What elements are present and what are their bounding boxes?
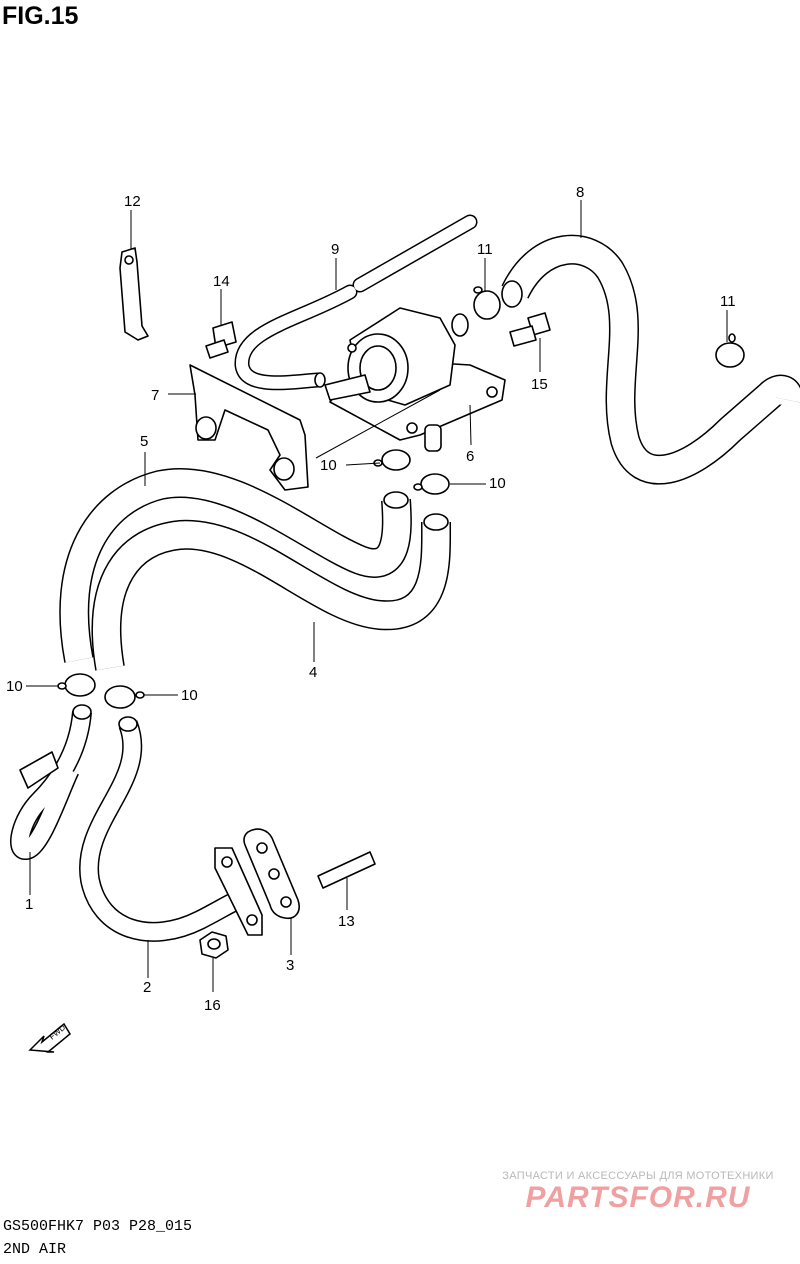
hose-5[interactable] [59, 468, 412, 663]
callout-5: 5 [140, 433, 148, 450]
nut-16[interactable] [199, 931, 229, 959]
callout-14: 14 [213, 273, 230, 290]
callout-7: 7 [151, 387, 159, 404]
clip-10-a[interactable] [373, 449, 411, 471]
hose-8[interactable] [501, 234, 800, 485]
callout-15: 15 [531, 376, 548, 393]
hose-9[interactable] [234, 214, 478, 391]
section-title: 2ND AIR [3, 1241, 67, 1258]
bolt-14[interactable] [205, 321, 237, 359]
callout-12: 12 [124, 193, 141, 210]
bracket-7[interactable] [189, 364, 309, 491]
callout-10-b: 10 [489, 475, 506, 492]
clip-10-d[interactable] [104, 685, 145, 709]
callout-2: 2 [143, 979, 151, 996]
clip-10-c[interactable] [57, 673, 96, 697]
pipe-1[interactable] [10, 704, 92, 860]
callout-13: 13 [338, 913, 355, 930]
callout-10-d: 10 [181, 687, 198, 704]
fwd-arrow-icon: FWD [28, 1023, 71, 1053]
figure-title: FIG.15 [2, 2, 79, 30]
gasket-3[interactable] [243, 828, 300, 920]
clip-11-left[interactable] [473, 286, 501, 320]
hose-4[interactable] [91, 513, 452, 671]
watermark-tagline: ЗАПЧАСТИ И АКСЕССУАРЫ ДЛЯ МОТОТЕХНИКИ [502, 1170, 774, 1182]
clamp-12[interactable] [119, 247, 149, 341]
callout-11-right: 11 [720, 293, 736, 310]
leader-lines [26, 200, 728, 992]
bolt-15[interactable] [509, 312, 551, 347]
watermark-brand: PARTSFOR.RU [525, 1181, 751, 1214]
callout-4: 4 [309, 664, 317, 681]
callout-16: 16 [204, 997, 221, 1014]
callout-3: 3 [286, 957, 294, 974]
clip-10-b[interactable] [413, 473, 450, 495]
model-code: GS500FHK7 P03 P28_015 [3, 1218, 193, 1235]
pipe-2[interactable] [79, 716, 263, 942]
callout-10-a: 10 [320, 457, 337, 474]
callout-8: 8 [576, 184, 584, 201]
callout-1: 1 [25, 896, 33, 913]
callout-10-c: 10 [6, 678, 23, 695]
watermark: ЗАПЧАСТИ И АКСЕССУАРЫ ДЛЯ МОТОТЕХНИКИ PA… [488, 1170, 788, 1214]
callout-9: 9 [331, 241, 339, 258]
clip-11-right[interactable] [715, 333, 745, 368]
callout-6: 6 [466, 448, 474, 465]
stud-13[interactable] [317, 851, 376, 889]
valve-assembly-6[interactable] [324, 307, 506, 452]
callout-11-left: 11 [477, 241, 493, 258]
